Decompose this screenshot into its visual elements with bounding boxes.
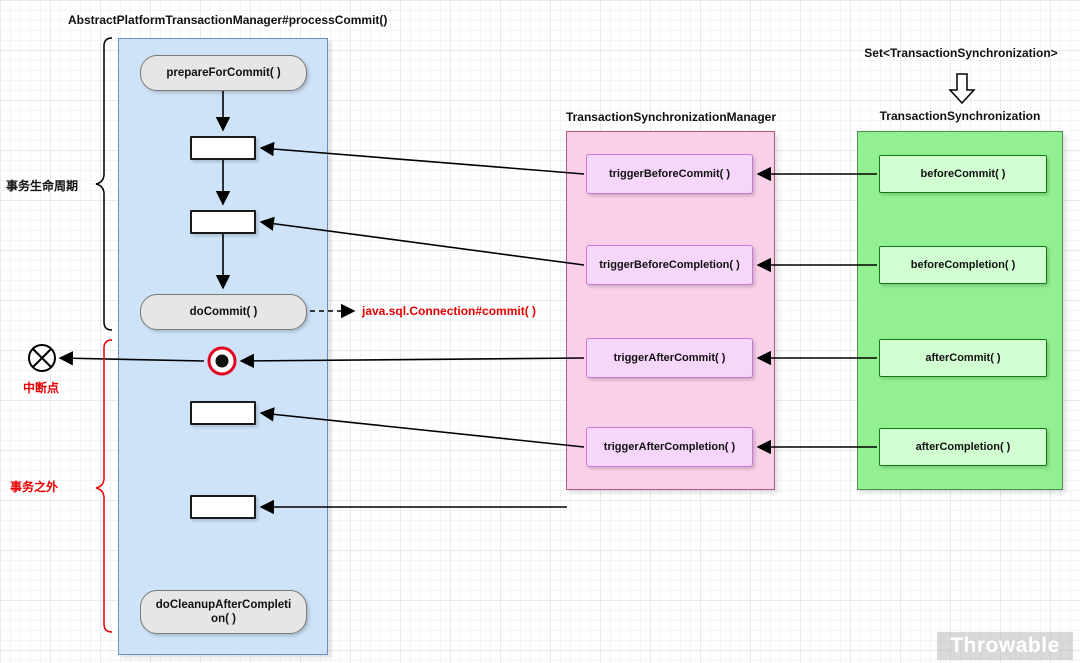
node-prepare-for-commit: prepareForCommit( ) <box>140 55 307 91</box>
lifecycle-label: 事务生命周期 <box>6 177 78 194</box>
synchronization-title: TransactionSynchronization <box>847 109 1073 123</box>
node-do-commit: doCommit( ) <box>140 294 307 330</box>
sql-commit-label: java.sql.Connection#commit( ) <box>362 304 536 318</box>
lane-process-commit <box>118 38 328 655</box>
outside-transaction-brace <box>96 340 112 632</box>
step-box-before-commit <box>190 136 256 160</box>
lifecycle-brace <box>96 38 112 330</box>
node-trigger-after-completion: triggerAfterCompletion( ) <box>586 427 753 467</box>
node-after-completion: afterCompletion( ) <box>879 428 1047 466</box>
interrupt-icon <box>29 345 55 371</box>
node-after-commit: afterCommit( ) <box>879 339 1047 377</box>
node-trigger-before-commit: triggerBeforeCommit( ) <box>586 154 753 194</box>
node-before-completion: beforeCompletion( ) <box>879 246 1047 284</box>
set-type-label: Set<TransactionSynchronization> <box>843 46 1079 60</box>
node-before-commit: beforeCommit( ) <box>879 155 1047 193</box>
down-arrow-icon <box>950 74 974 103</box>
node-do-cleanup-after-completion: doCleanupAfterCompletion( ) <box>140 590 307 634</box>
node-trigger-after-commit: triggerAfterCommit( ) <box>586 338 753 378</box>
watermark: Throwable <box>937 632 1073 660</box>
sync-manager-title: TransactionSynchronizationManager <box>546 110 796 124</box>
step-box-after-commit <box>190 401 256 425</box>
step-box-before-completion <box>190 210 256 234</box>
outside-transaction-label: 事务之外 <box>10 478 58 495</box>
step-box-after-completion <box>190 495 256 519</box>
breakpoint-label: 中断点 <box>23 379 59 396</box>
diagram-title: AbstractPlatformTransactionManager#proce… <box>68 13 387 27</box>
node-trigger-before-completion: triggerBeforeCompletion( ) <box>586 245 753 285</box>
